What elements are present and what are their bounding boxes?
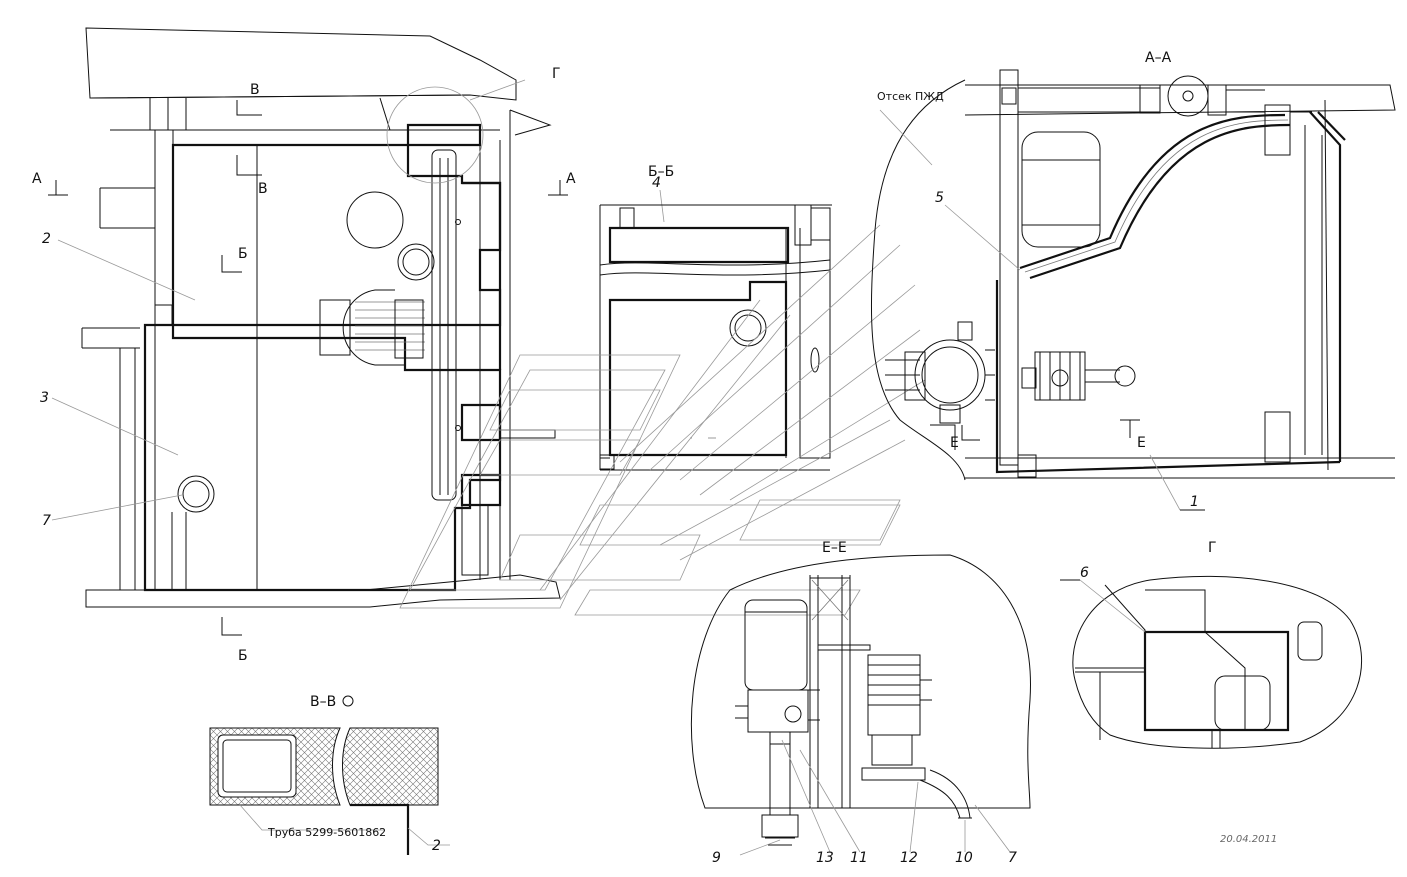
position-7b: 7 (1008, 850, 1017, 866)
cut-label-a-left: А (32, 171, 42, 187)
section-title-vv: В–В (310, 694, 336, 710)
position-10: 10 (955, 850, 973, 866)
cut-label-e-left: Е (950, 435, 959, 451)
main-leaders: 2 3 7 (40, 231, 196, 529)
cut-label-b-top: Б (238, 246, 248, 262)
section-ee: Е–Е 9 13 11 12 10 7 (690, 540, 1031, 866)
position-12: 12 (900, 850, 918, 866)
position-4: 4 (652, 175, 661, 191)
section-bb: Б–Б 4 (599, 164, 832, 471)
section-title-aa: А–А (1145, 50, 1172, 66)
main-view (81, 27, 561, 608)
position-2b: 2 (432, 838, 441, 854)
position-3: 3 (40, 390, 49, 406)
transparent-overlay-lines (399, 224, 926, 616)
section-vv: В–В Труба 5299-5601862 2 (209, 694, 450, 855)
position-6: 6 (1080, 565, 1089, 581)
cut-label-v-top: В (250, 82, 260, 98)
detail-g: Г 6 (1060, 540, 1363, 749)
section-aa: А–А Отсек ПЖД (870, 50, 1396, 511)
cut-label-b-bottom: Б (238, 648, 248, 664)
section-title-ee: Е–Е (822, 540, 847, 556)
position-7: 7 (42, 513, 51, 529)
cut-label-v-mid: В (258, 181, 268, 197)
position-13: 13 (816, 850, 834, 866)
section-title-g: Г (1208, 540, 1217, 556)
position-1: 1 (1190, 494, 1199, 510)
note-compartment: Отсек ПЖД (877, 90, 944, 103)
position-5: 5 (935, 190, 944, 206)
callout-label-g: Г (552, 66, 561, 82)
section-title-bb: Б–Б (648, 164, 674, 180)
position-2: 2 (42, 231, 51, 247)
drawing-date: 20.04.2011 (1220, 834, 1277, 845)
position-11: 11 (850, 850, 868, 866)
cut-markers: А А В В Б Б Г (32, 66, 576, 664)
cut-label-a-right: А (566, 171, 576, 187)
position-9: 9 (712, 850, 721, 866)
note-pipe: Труба 5299-5601862 (267, 826, 386, 839)
rotation-icon (342, 695, 354, 707)
cut-label-e-right: Е (1137, 435, 1146, 451)
